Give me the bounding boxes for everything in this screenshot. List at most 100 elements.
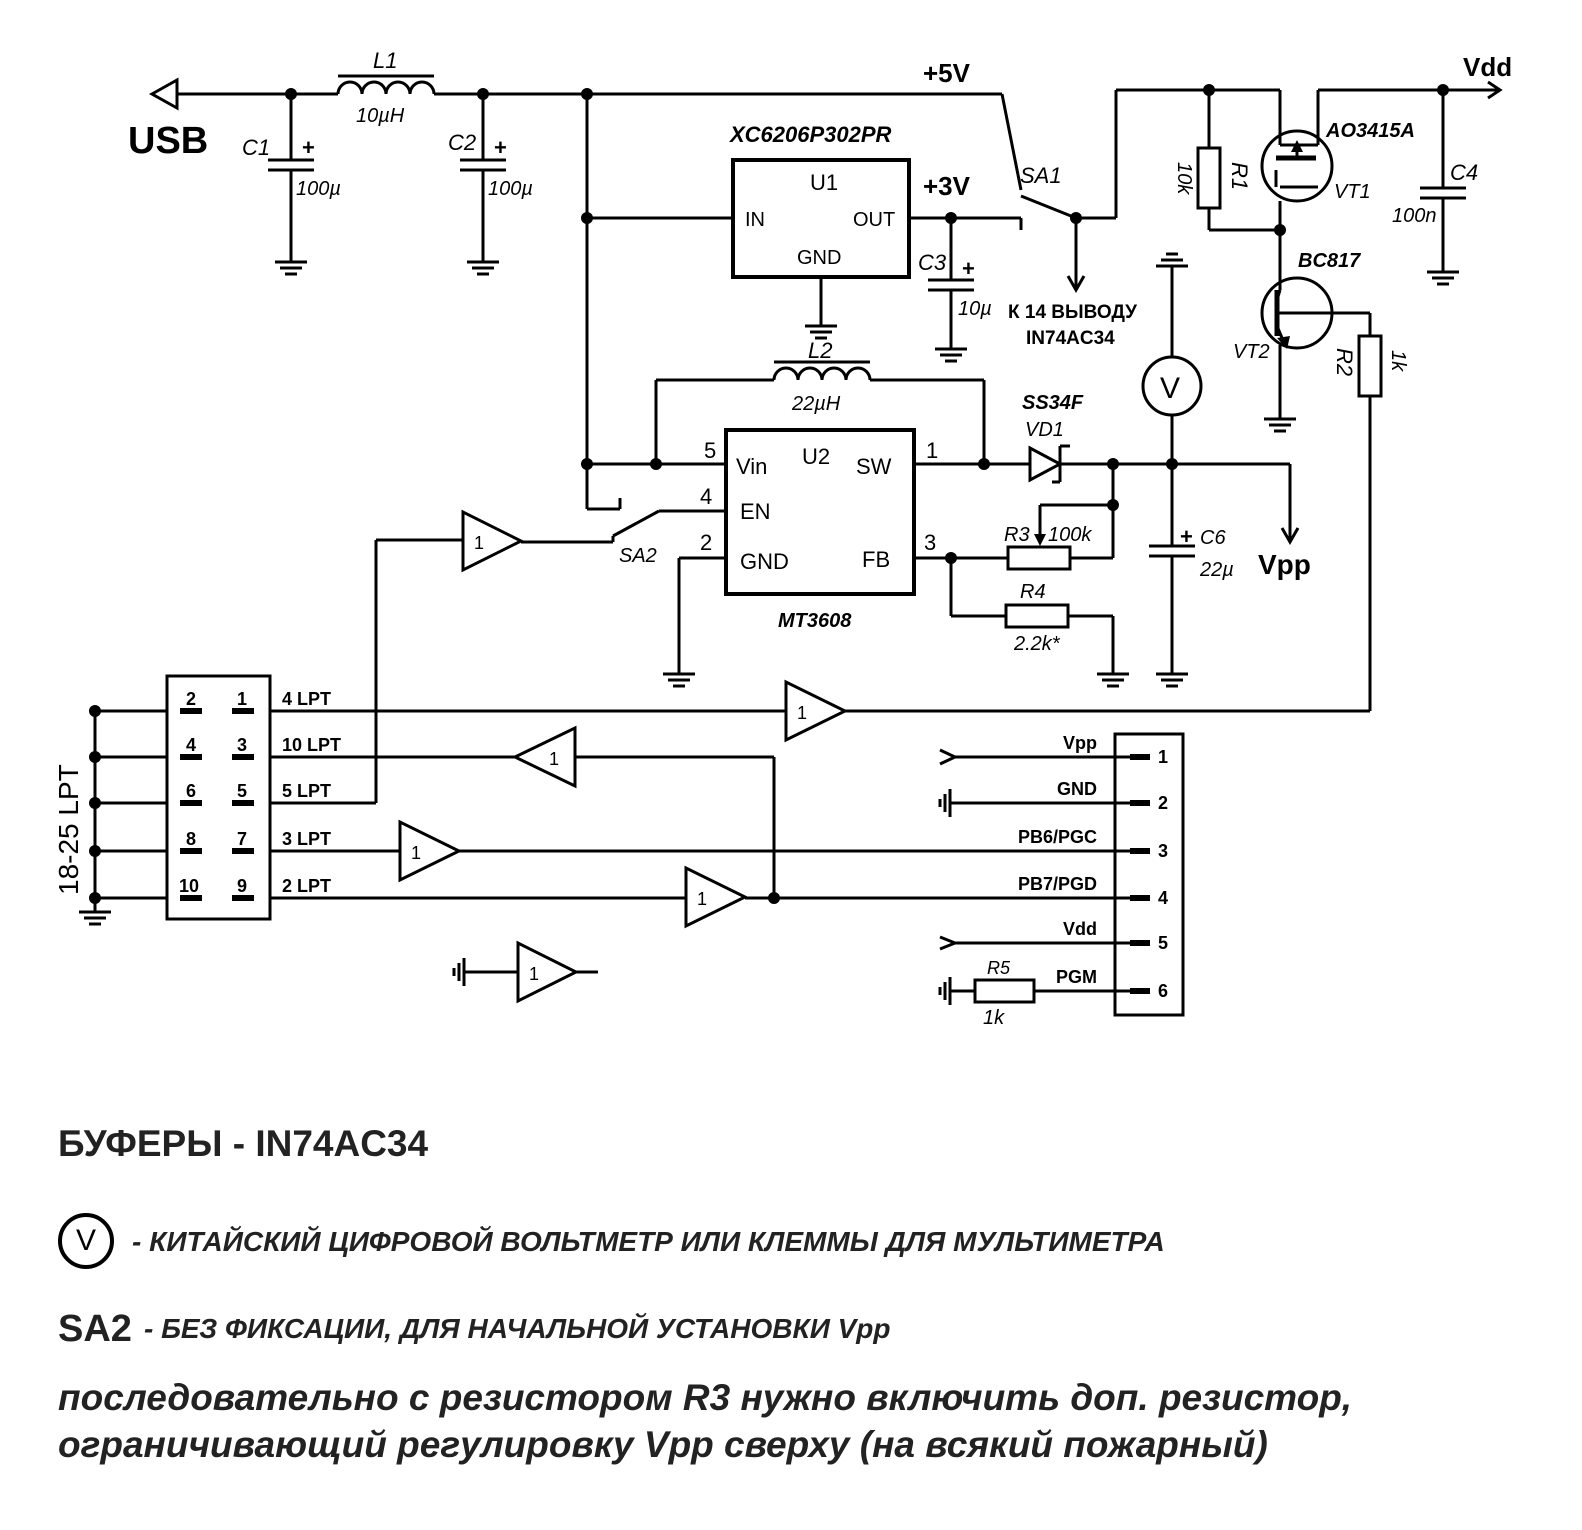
R1-ref: R1 [1227, 162, 1252, 190]
U2-gnd: GND [740, 549, 789, 574]
output-pin-number: 2 [1158, 793, 1168, 813]
voltmeter: V [1141, 252, 1203, 464]
C6-value: 22µ [1199, 559, 1234, 581]
capacitor-C6: + C6 22µ [1149, 464, 1234, 688]
VD1-ref: VD1 [1025, 419, 1064, 441]
lpt-pin-odd: 7 [237, 829, 247, 849]
output-pin-label: Vdd [1063, 919, 1097, 939]
R2-value: 1k [1387, 350, 1409, 372]
output-pin-number: 3 [1158, 841, 1168, 861]
inductor-L2: L2 22µH [650, 338, 986, 470]
C6-plus: + [1180, 524, 1193, 549]
buffer-pgd: 1 [684, 865, 749, 929]
U2-pin1: 1 [926, 438, 938, 463]
lpt-pin-odd: 3 [237, 735, 247, 755]
output-pin-number: 1 [1158, 747, 1168, 767]
R5-ref: R5 [987, 958, 1011, 978]
resistor-R1: 10k R1 [1173, 90, 1280, 232]
U2-fb: FB [862, 547, 890, 572]
lpt-pin-even: 8 [186, 829, 196, 849]
L2-value: 22µH [791, 393, 841, 415]
voltmeter-note: - КИТАЙСКИЙ ЦИФРОВОЙ ВОЛЬТМЕТР ИЛИ КЛЕММ… [132, 1226, 1165, 1257]
lpt-row: 8 7 3 LPT [89, 829, 331, 857]
lpt-signal-label: 3 LPT [282, 829, 331, 849]
to-pin14-line2: IN74AC34 [1026, 328, 1115, 349]
buffer-label: 1 [797, 703, 807, 723]
output-connector [1113, 732, 1185, 1017]
buffer-label: 1 [411, 843, 421, 863]
switch-SA2: SA2 [585, 464, 660, 567]
U2-pin2: 2 [700, 530, 712, 555]
voltmeter-legend-symbol: V [58, 1213, 114, 1269]
lpt-signal-label: 5 LPT [282, 781, 331, 801]
SA2-label: SA2 [619, 545, 657, 567]
buffer-vdd-ctrl: 1 [784, 679, 849, 743]
sa2-note: - БЕЗ ФИКСАЦИИ, ДЛЯ НАЧАЛЬНОЙ УСТАНОВКИ … [144, 1313, 891, 1344]
R4-value: 2.2k* [1013, 633, 1061, 655]
output-pin-label: PGM [1056, 967, 1097, 987]
buffer-label: 1 [474, 533, 484, 553]
usb-label: USB [128, 120, 208, 162]
output-pin-number: 5 [1158, 933, 1168, 953]
output-pin-label: PB7/PGD [1018, 874, 1097, 894]
switch-SA1: SA1 К 14 ВЫВОДУ IN74AC34 [1008, 163, 1137, 349]
buffer-en: 1 [461, 509, 525, 573]
L1-ref: L1 [373, 48, 397, 73]
lpt-signal-label: 2 LPT [282, 876, 331, 896]
R1-value: 10k [1173, 162, 1195, 195]
lpt-row: 10 9 2 LPT [89, 876, 331, 904]
resistor-R3: R3 100k [1004, 464, 1119, 571]
rail-vdd-label: Vdd [1463, 52, 1512, 82]
buffer-pgd-read: 1 [511, 725, 577, 789]
lpt-signal-label: 4 LPT [282, 689, 331, 709]
VT1-ref: VT1 [1334, 181, 1371, 203]
U1-out: OUT [853, 209, 895, 231]
buffer-label: 1 [549, 749, 559, 769]
lpt-pin-even: 10 [179, 876, 199, 896]
U1-ref: U1 [810, 170, 838, 195]
lpt-connector: 18-25 LPT [53, 674, 272, 926]
R3-value: 100k [1048, 524, 1092, 546]
output-pin-label: GND [1057, 779, 1097, 799]
lpt-pin-odd: 9 [237, 876, 247, 896]
C4-value: 100n [1392, 205, 1437, 227]
C3-plus: + [962, 256, 975, 281]
buffer-label: 1 [697, 889, 707, 909]
lpt-pin-even: 6 [186, 781, 196, 801]
resistor-R2: R2 1k [1332, 313, 1409, 711]
C1-ref: C1 [242, 135, 270, 160]
rail-5v-label: +5V [923, 58, 971, 88]
U2-ref: U2 [802, 444, 830, 469]
R4-ref: R4 [1020, 581, 1046, 603]
U2-part: MT3608 [778, 610, 852, 632]
C6-ref: C6 [1200, 527, 1226, 549]
lpt-connector-title: 18-25 LPT [53, 764, 84, 895]
capacitor-C3: C3 + 10µ [918, 218, 992, 363]
output-pin-label: PB6/PGC [1018, 827, 1097, 847]
U2-pin5: 5 [704, 438, 716, 463]
resistor-R4: R4 2.2k* [949, 558, 1131, 688]
buffer-pgc: 1 [398, 819, 463, 883]
mosfet-VT1: AO3415A VT1 [1260, 90, 1415, 230]
sa2-note-label: SA2 [58, 1308, 132, 1350]
R2-ref: R2 [1332, 348, 1357, 376]
capacitor-C1: C1 + 100µ [242, 88, 341, 276]
lpt-pin-odd: 5 [237, 781, 247, 801]
U2-vin: Vin [736, 454, 767, 479]
regulator-U1: XC6206P302PR U1 IN OUT GND [728, 122, 911, 340]
output-pin-row: 2 GND [1057, 779, 1168, 813]
VT2-part: BC817 [1298, 250, 1361, 272]
rail-3v-label: +3V [923, 171, 971, 201]
rail-vpp-label: Vpp [1258, 549, 1311, 580]
R5-value: 1k [983, 1007, 1005, 1029]
buffer-label: 1 [529, 964, 539, 984]
converter-U2: Vin U2 SW EN GND FB MT3608 5 4 2 1 3 [700, 428, 938, 632]
U1-part: XC6206P302PR [728, 122, 892, 147]
U2-pin4: 4 [700, 484, 712, 509]
U1-in: IN [745, 209, 765, 231]
